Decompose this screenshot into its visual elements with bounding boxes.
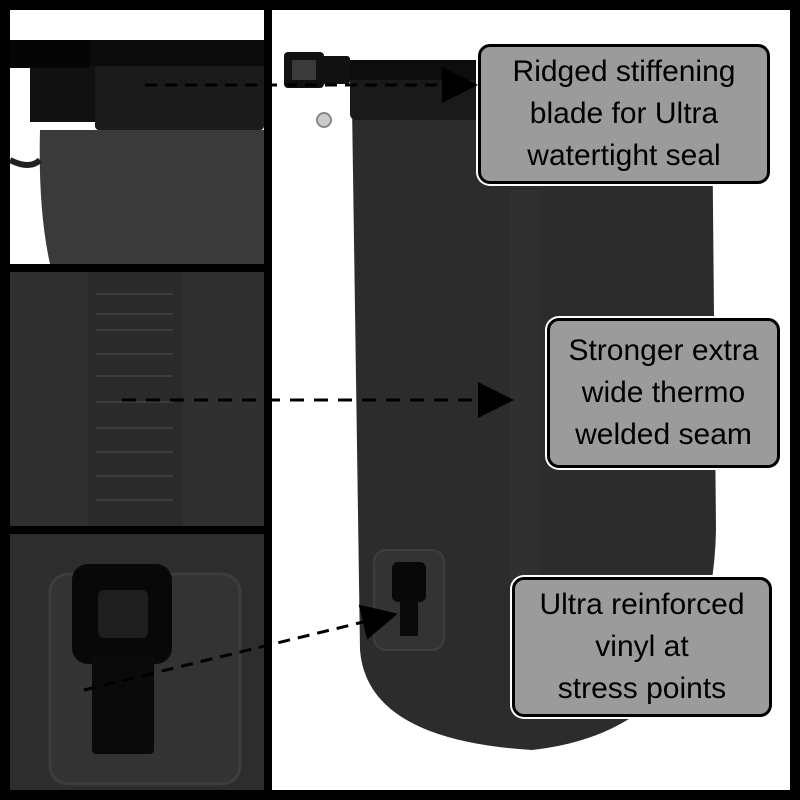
callout-welded-seam: Stronger extra wide thermo welded seam — [547, 318, 780, 468]
callout-line: watertight seal — [527, 139, 721, 172]
callout-line: blade for Ultra — [529, 97, 719, 130]
zoom-panel-d-ring — [10, 534, 264, 790]
callout-stiffening-blade: Ridged stiffening blade for Ultra watert… — [478, 44, 770, 184]
callout-line: stress points — [557, 672, 727, 705]
callout-line: Ultra reinforced — [539, 588, 745, 621]
buckle-icon — [284, 52, 350, 128]
callout-line: welded seam — [575, 418, 752, 451]
zoom-panel-seam — [10, 272, 264, 526]
callout-line: Ridged stiffening — [512, 55, 736, 88]
d-ring-patch — [373, 549, 445, 651]
zoom-panel-closure — [10, 10, 264, 264]
callout-reinforced-vinyl: Ultra reinforced vinyl at stress points — [512, 577, 772, 717]
welded-seam — [510, 190, 540, 650]
callout-line: vinyl at — [595, 630, 689, 663]
callout-line: Stronger extra — [568, 334, 759, 367]
callout-line: wide thermo — [581, 376, 746, 409]
